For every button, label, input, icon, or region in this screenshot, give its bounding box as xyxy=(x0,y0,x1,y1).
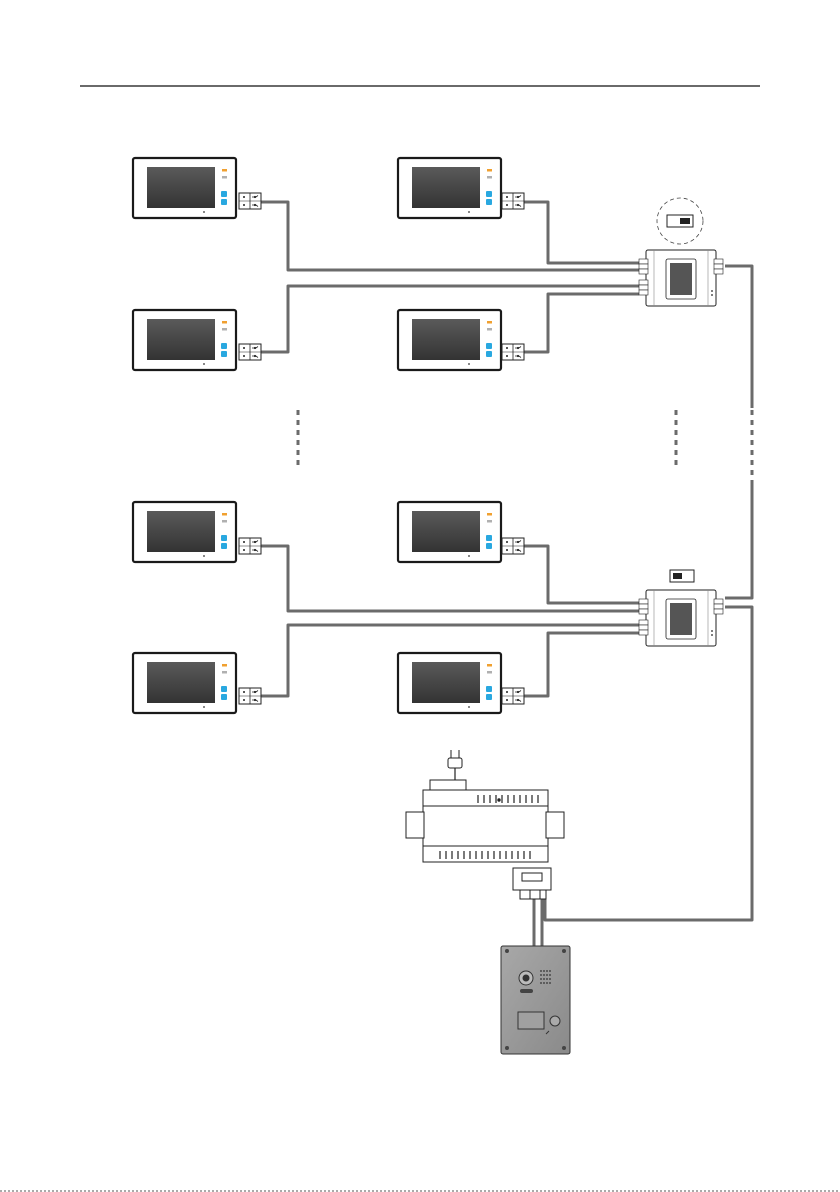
monitor-2 xyxy=(398,158,501,218)
monitor-8 xyxy=(398,653,501,713)
monitor-6 xyxy=(398,502,501,562)
continuation-markers xyxy=(298,410,752,480)
distributor-1 xyxy=(639,250,723,306)
terminal-block-icon xyxy=(239,538,261,554)
dip-switch-icon xyxy=(657,198,703,244)
terminal-block-icon xyxy=(239,688,261,704)
monitor-1 xyxy=(133,158,236,218)
monitor-4 xyxy=(398,310,501,370)
monitor-3 xyxy=(133,310,236,370)
connector-module xyxy=(513,868,551,899)
terminal-block-icon xyxy=(502,344,524,360)
distributor-2 xyxy=(639,590,723,646)
terminal-block-icon xyxy=(502,538,524,554)
terminal-block-icon xyxy=(502,688,524,704)
terminal-block-icon xyxy=(239,193,261,209)
dip-switch-icon xyxy=(670,570,694,582)
terminal-block-icon xyxy=(239,344,261,360)
terminal-block-icon xyxy=(502,193,524,209)
power-supply-icon xyxy=(406,780,564,862)
monitor-5 xyxy=(133,502,236,562)
monitor-7 xyxy=(133,653,236,713)
door-station-icon xyxy=(501,946,570,1054)
